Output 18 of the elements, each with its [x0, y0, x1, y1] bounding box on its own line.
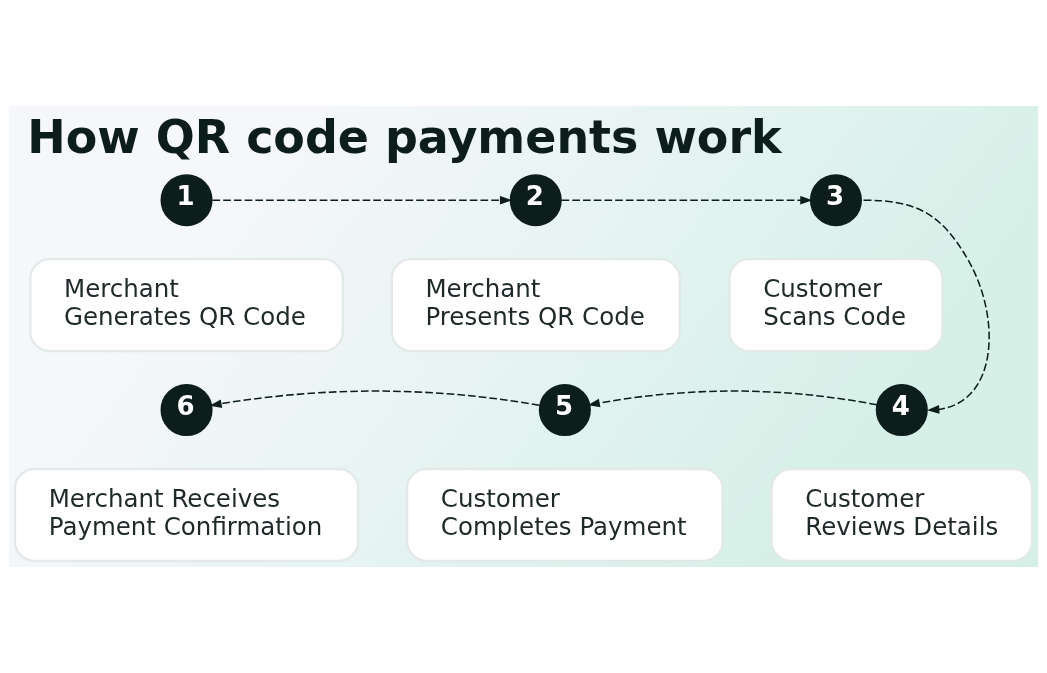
- node-circle: 6: [160, 383, 213, 437]
- node-circle: 3: [809, 174, 862, 227]
- arrow: [560, 195, 813, 205]
- node-box: Merchant Generates QR Code: [29, 258, 344, 353]
- node-circle: 1: [160, 174, 213, 227]
- node-box: Customer Completes Payment: [405, 467, 724, 562]
- node-box: Merchant Receives Payment Confirmation: [13, 467, 360, 562]
- arrow: [209, 390, 541, 408]
- arrow: [211, 195, 513, 205]
- node-box: Customer Reviews Details: [770, 467, 1034, 562]
- node-circle: 5: [538, 383, 591, 437]
- arrow: [587, 390, 878, 408]
- diagram-title: How QR code payments work: [27, 110, 782, 165]
- node-box: Merchant Presents QR Code: [390, 258, 681, 353]
- node-circle: 4: [875, 383, 928, 437]
- node-circle: 2: [509, 174, 562, 227]
- node-box: Customer Scans Code: [728, 258, 944, 353]
- arrow: [862, 199, 990, 414]
